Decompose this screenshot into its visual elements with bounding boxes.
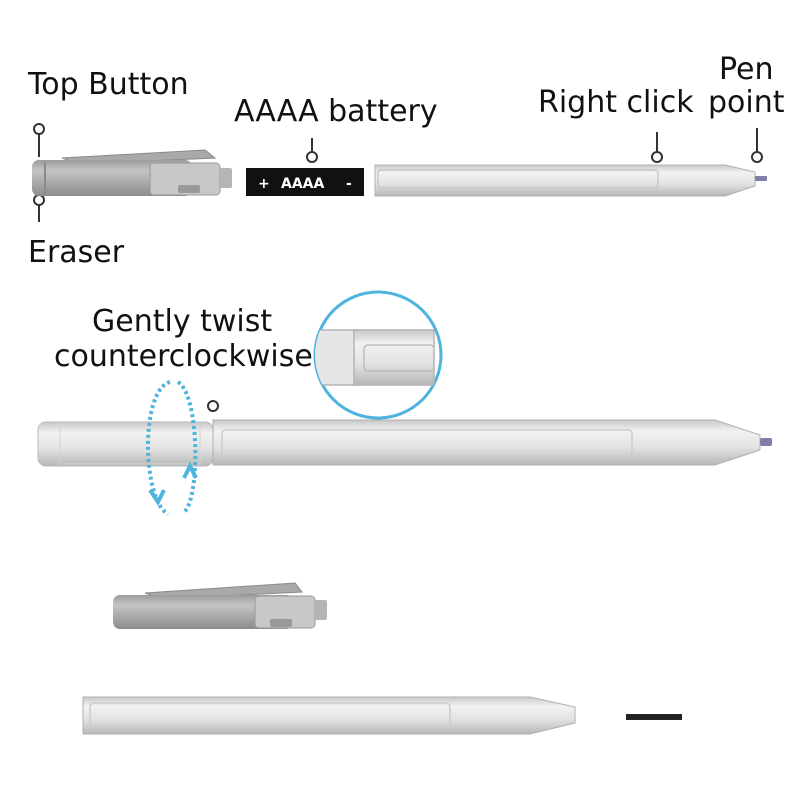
- leader-top-button: [33, 123, 45, 157]
- battery-text: AAAA: [281, 176, 325, 192]
- leader-pen-point: [751, 128, 763, 163]
- pen-cap-separate: [113, 582, 327, 629]
- leader-twist: [207, 400, 219, 412]
- pen-cap-top: [32, 149, 232, 196]
- leader-eraser: [33, 194, 45, 222]
- label-pen-point-1: Pen: [719, 52, 774, 87]
- battery-side-view: [626, 714, 682, 720]
- pen-assembled: [37, 419, 772, 467]
- magnifier-circle: [313, 290, 443, 420]
- label-twist-1: Gently twist: [92, 304, 273, 339]
- pen-barrel-top: [374, 164, 767, 197]
- battery-minus: -: [346, 176, 352, 192]
- label-eraser: Eraser: [28, 235, 125, 270]
- aaaa-battery: + AAAA -: [246, 168, 364, 196]
- label-top-button: Top Button: [28, 67, 189, 102]
- label-right-click: Right click: [538, 85, 694, 120]
- pen-barrel-separate: [82, 696, 576, 735]
- label-pen-point-2: point: [708, 85, 785, 120]
- label-aaaa-battery: AAAA battery: [234, 94, 438, 129]
- label-twist-2: counterclockwise: [54, 339, 313, 374]
- twist-arrow-icon: [146, 380, 198, 516]
- leader-battery: [306, 138, 318, 163]
- battery-plus: +: [258, 176, 270, 192]
- leader-right-click: [651, 132, 663, 163]
